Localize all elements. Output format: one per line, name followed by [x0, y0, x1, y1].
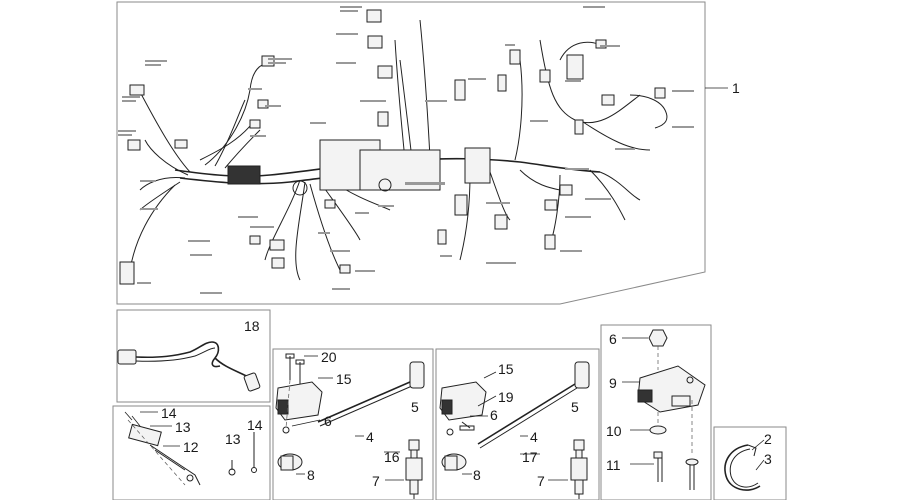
- ignition-kit-a: [275, 353, 425, 499]
- callout-18: 18: [244, 318, 260, 334]
- callout-17: 17: [522, 449, 538, 465]
- callout-leader-15b: [483, 371, 497, 379]
- callout-16: 16: [384, 449, 400, 465]
- callout-11: 11: [606, 457, 621, 473]
- callout-10: 10: [606, 423, 622, 439]
- callout-7a: 7: [372, 473, 380, 489]
- harness-label-marks: [118, 6, 694, 294]
- regulator-panel: [600, 324, 712, 500]
- callout-5b: 5: [571, 399, 579, 415]
- callout-13b: 13: [225, 431, 241, 447]
- callout-14b: 14: [247, 417, 263, 433]
- callout-2: 2: [764, 431, 772, 447]
- callout-1: 1: [732, 80, 740, 96]
- callout-13a: 13: [175, 419, 191, 435]
- aux-cable-panel: [116, 309, 271, 403]
- sensor-assembly: [124, 411, 257, 486]
- callout-14a: 14: [161, 405, 177, 421]
- clamp-panel: [713, 426, 787, 500]
- callout-leader-6a: [291, 419, 321, 427]
- callout-19: 19: [498, 389, 514, 405]
- callout-leader-19: [477, 395, 497, 407]
- hose-clamp: [724, 439, 765, 491]
- harness-panel: [116, 1, 706, 305]
- callout-8a: 8: [307, 467, 315, 483]
- ignition-kit-a-panel: [272, 348, 434, 500]
- aux-cable: [117, 341, 261, 392]
- main-connector: [227, 165, 261, 185]
- callout-4a: 4: [366, 429, 374, 445]
- callout-20: 20: [321, 349, 337, 365]
- callout-12: 12: [183, 439, 199, 455]
- callout-3: 3: [764, 451, 772, 467]
- callout-4b: 4: [530, 429, 538, 445]
- ignition-kit-b-panel: [435, 348, 600, 500]
- callout-15a: 15: [336, 371, 352, 387]
- callout-5a: 5: [411, 399, 419, 415]
- callout-7b: 7: [537, 473, 545, 489]
- relay-block: [464, 147, 491, 184]
- regulator-assembly: [637, 329, 706, 490]
- callout-15b: 15: [498, 361, 514, 377]
- ignition-kit-b: [439, 361, 590, 499]
- callout-9: 9: [609, 375, 617, 391]
- callout-6b: 6: [490, 407, 498, 423]
- ground-ring: [292, 180, 308, 196]
- callout-6a: 6: [324, 413, 332, 429]
- sensor-panel: [112, 405, 271, 500]
- harness-connectors: [119, 9, 666, 285]
- callout-6c: 6: [609, 331, 617, 347]
- ground-ring-2: [378, 178, 392, 192]
- callout-8b: 8: [473, 467, 481, 483]
